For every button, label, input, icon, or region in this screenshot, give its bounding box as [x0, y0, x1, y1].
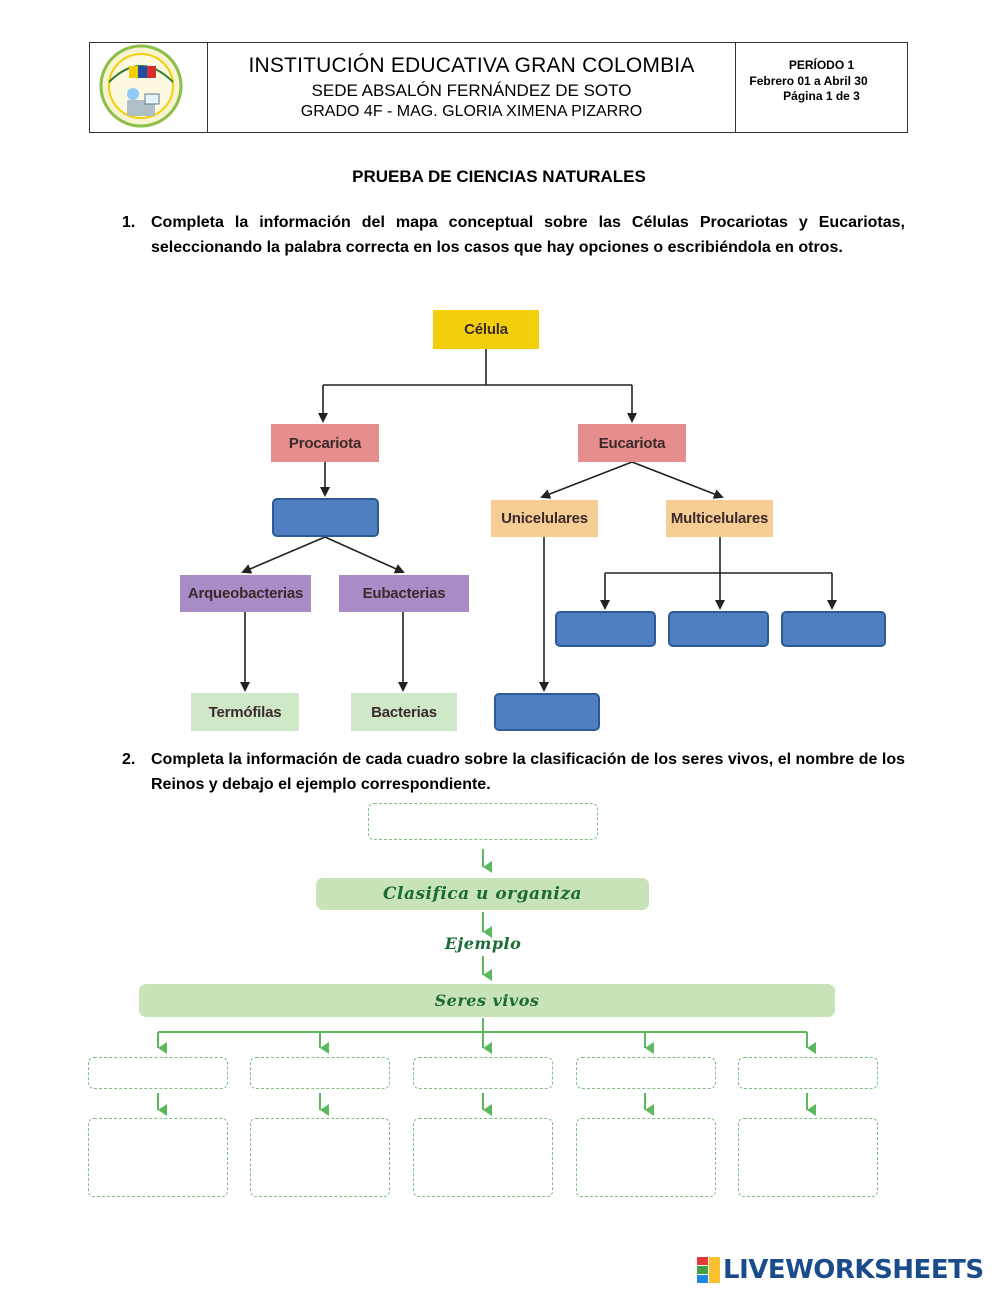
liveworksheets-logo[interactable]: LIVEWORKSHEETS [697, 1255, 984, 1285]
blank-kingdom-box-5[interactable] [738, 1057, 878, 1089]
period-label: PERÍODO 1 [788, 58, 855, 72]
blank-answer-box-unicellular[interactable] [494, 693, 600, 731]
node-archaea: Arqueobacterias [180, 575, 311, 612]
blank-example-box-2[interactable] [250, 1118, 390, 1197]
blank-kingdom-box-1[interactable] [88, 1057, 228, 1089]
question-2-number: 2. [122, 751, 136, 768]
campus-name: SEDE ABSALÓN FERNÁNDEZ DE SOTO [311, 81, 632, 100]
blank-example-box-4[interactable] [576, 1118, 716, 1197]
living-beings-label: Seres vivos [434, 991, 540, 1010]
living-beings-bar: Seres vivos [139, 984, 835, 1017]
school-logo-cell [89, 42, 208, 133]
blank-answer-box-prokaryote-type[interactable] [272, 498, 379, 537]
node-eubacteria: Eubacterias [339, 575, 469, 612]
classify-label: Clasifica u organiza [382, 884, 583, 904]
blank-answer-box-multicellular-1[interactable] [555, 611, 656, 647]
node-multicellular: Multicelulares [666, 500, 773, 537]
concept-map-connectors [240, 349, 837, 692]
blank-answer-box-multicellular-2[interactable] [668, 611, 769, 647]
grade-teacher: GRADO 4F - MAG. GLORIA XIMENA PIZARRO [300, 103, 643, 120]
header-table [89, 42, 908, 133]
blank-example-box-5[interactable] [738, 1118, 878, 1197]
test-title: PRUEBA DE CIENCIAS NATURALES [352, 167, 646, 186]
period-cell [735, 42, 908, 133]
question-1-number: 1. [122, 214, 136, 231]
node-unicellular: Unicelulares [491, 500, 598, 537]
node-prokaryote: Procariota [271, 424, 379, 462]
blank-answer-box-science[interactable] [368, 803, 598, 840]
classify-bar: Clasifica u organiza [316, 878, 649, 910]
question-2-text: Completa la información de cada cuadro s… [151, 751, 905, 793]
node-thermophiles: Termófilas [191, 693, 299, 731]
example-label: Ejemplo [444, 934, 522, 953]
page-number: Página 1 de 3 [783, 89, 860, 103]
blank-example-box-3[interactable] [413, 1118, 553, 1197]
institution-name: INSTITUCIÓN EDUCATIVA GRAN COLOMBIA [248, 54, 695, 77]
blank-kingdom-box-2[interactable] [250, 1057, 390, 1089]
liveworksheets-icon [697, 1257, 720, 1283]
node-eukaryote: Eucariota [578, 424, 686, 462]
classification-connectors [157, 849, 816, 1116]
blank-kingdom-box-3[interactable] [413, 1057, 553, 1089]
node-cell: Célula [433, 310, 539, 349]
school-logo [99, 44, 183, 128]
blank-example-box-1[interactable] [88, 1118, 228, 1197]
liveworksheets-brand: LIVEWORKSHEETS [723, 1255, 984, 1285]
blank-answer-box-multicellular-3[interactable] [781, 611, 886, 647]
node-bacteria: Bacterias [351, 693, 457, 731]
question-1-text: Completa la información del mapa concept… [151, 214, 905, 256]
blank-kingdom-box-4[interactable] [576, 1057, 716, 1089]
period-dates: Febrero 01 a Abril 30 [749, 74, 868, 88]
